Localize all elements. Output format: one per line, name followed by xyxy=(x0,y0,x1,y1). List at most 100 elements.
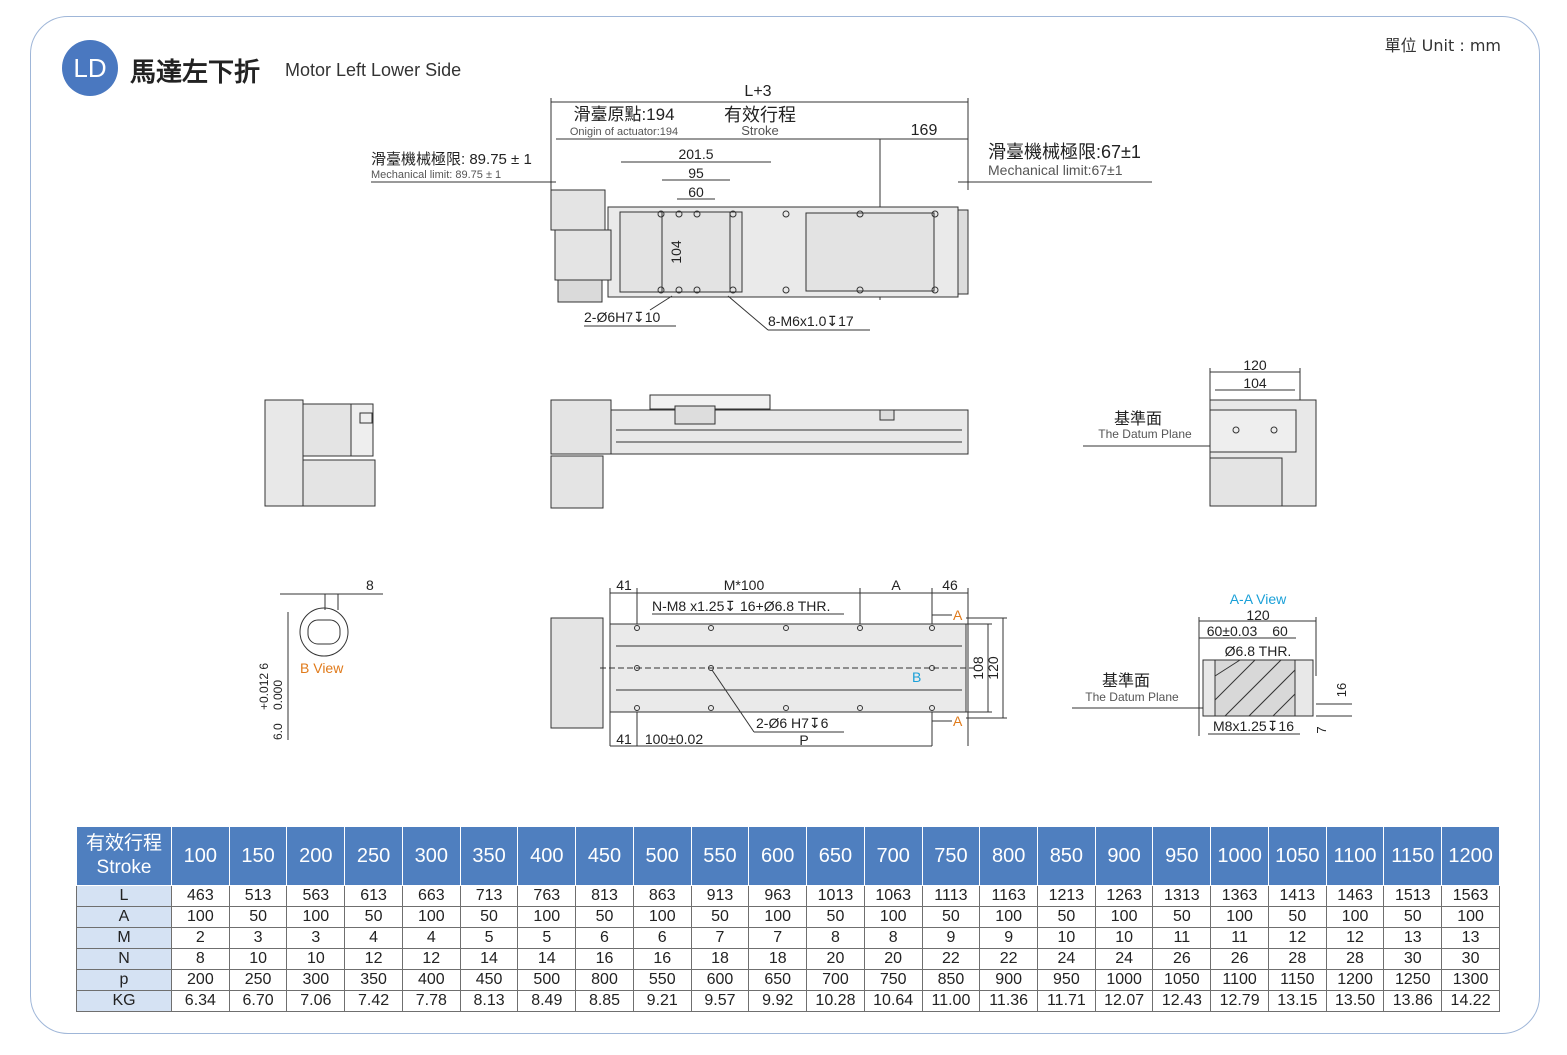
table-cell: 26 xyxy=(1210,948,1269,970)
mech-left-zh: 滑臺機械極限: 89.75 ± 1 xyxy=(371,151,532,168)
stroke-header: 1200 xyxy=(1441,826,1500,886)
table-cell: 50 xyxy=(921,906,981,928)
table-cell: 30 xyxy=(1441,948,1500,970)
table-cell: 7.78 xyxy=(401,990,461,1012)
table-cell: 9.21 xyxy=(632,990,692,1012)
table-cell: 650 xyxy=(748,969,808,991)
table-cell: 100 xyxy=(632,906,692,928)
row-label: KG xyxy=(76,990,172,1012)
table-cell: 28 xyxy=(1325,948,1385,970)
table-cell: 1200 xyxy=(1325,969,1385,991)
table-cell: 5 xyxy=(459,927,519,949)
stroke-header: 1050 xyxy=(1267,826,1327,886)
table-cell: 1050 xyxy=(1152,969,1212,991)
table-cell: 50 xyxy=(1267,906,1327,928)
title-chinese: 馬達左下折 xyxy=(130,58,261,88)
table-cell: 12 xyxy=(1325,927,1385,949)
end-dim-120: 120 xyxy=(1243,357,1267,373)
mech-left-en: Mechanical limit: 89.75 ± 1 xyxy=(371,169,501,181)
stroke-header: 150 xyxy=(228,826,288,886)
bottom-b-mark: B xyxy=(912,669,921,685)
top-view: L+3 滑臺原點:194 Onigin of actuator:194 有效行程… xyxy=(371,83,1152,331)
table-cell: 100 xyxy=(979,906,1039,928)
table-cell: 18 xyxy=(748,948,808,970)
table-cell: 513 xyxy=(228,885,288,907)
page-frame xyxy=(30,16,1540,1034)
table-cell: 350 xyxy=(344,969,403,991)
table-cell: 1013 xyxy=(806,885,865,907)
table-cell: 100 xyxy=(1325,906,1385,928)
stroke-header: 1150 xyxy=(1383,826,1443,886)
table-cell: 1000 xyxy=(1094,969,1154,991)
overall-length: L+3 xyxy=(744,83,771,100)
table-cell: 8.49 xyxy=(517,990,577,1012)
table-cell: 12.43 xyxy=(1152,990,1212,1012)
b-tol2: 0.000 xyxy=(271,680,285,710)
table-cell: 12 xyxy=(401,948,461,970)
table-cell: 100 xyxy=(286,906,346,928)
table-cell: 9.92 xyxy=(748,990,808,1012)
table-cell: 7.42 xyxy=(344,990,403,1012)
aa-d7: 7 xyxy=(1314,726,1329,733)
table-cell: 1250 xyxy=(1383,969,1443,991)
end-dim-104: 104 xyxy=(1243,375,1267,391)
aa-datum-en: The Datum Plane xyxy=(1085,690,1179,704)
stroke-header: 650 xyxy=(806,826,865,886)
table-cell: 6.34 xyxy=(171,990,230,1012)
table-cell: 10 xyxy=(1094,927,1154,949)
row-label: A xyxy=(76,906,172,928)
table-cell: 12.79 xyxy=(1210,990,1269,1012)
bottom-a-mark-bottom: A xyxy=(953,713,963,729)
table-cell: 3 xyxy=(286,927,346,949)
table-cell: 12.07 xyxy=(1094,990,1154,1012)
stroke-header: 900 xyxy=(1094,826,1154,886)
b-tol: +0.012 6 xyxy=(257,663,271,710)
table-cell: 50 xyxy=(1152,906,1212,928)
table-cell: 8 xyxy=(171,948,230,970)
row-label: L xyxy=(76,885,172,907)
table-cell: 813 xyxy=(575,885,634,907)
bottom-d46: 46 xyxy=(942,577,958,593)
stroke-header: 400 xyxy=(517,826,577,886)
dim-169: 169 xyxy=(911,122,938,139)
stroke-header: 300 xyxy=(401,826,461,886)
table-cell: 1100 xyxy=(1210,969,1269,991)
table-cell: 10.28 xyxy=(806,990,865,1012)
table-cell: 24 xyxy=(1094,948,1154,970)
stroke-header-zh: 有效行程 xyxy=(85,833,162,854)
table-cell: 863 xyxy=(632,885,692,907)
end-datum-en: The Datum Plane xyxy=(1098,427,1192,441)
table-cell: 1300 xyxy=(1441,969,1500,991)
table-cell: 5 xyxy=(517,927,577,949)
b-view-label: B View xyxy=(300,660,344,676)
table-cell: 750 xyxy=(863,969,923,991)
table-cell: 4 xyxy=(344,927,403,949)
table-cell: 4 xyxy=(401,927,461,949)
stroke-header: 850 xyxy=(1037,826,1096,886)
dim-95: 95 xyxy=(688,165,704,181)
table-cell: 50 xyxy=(459,906,519,928)
table-cell: 850 xyxy=(921,969,981,991)
table-cell: 300 xyxy=(286,969,346,991)
row-label: M xyxy=(76,927,172,949)
table-cell: 7 xyxy=(690,927,750,949)
aa-view: A-A View 120 60±0.03 60 Ø6.8 THR. 基準面 Th… xyxy=(1072,591,1352,736)
bottom-d100: 100±0.02 xyxy=(645,731,704,747)
title-english: Motor Left Lower Side xyxy=(285,60,462,80)
table-cell: 1413 xyxy=(1267,885,1327,907)
table-cell: 100 xyxy=(863,906,923,928)
table-cell: 28 xyxy=(1267,948,1327,970)
table-cell: 2 xyxy=(171,927,230,949)
stroke-header: 700 xyxy=(863,826,923,886)
table-cell: 1363 xyxy=(1210,885,1269,907)
table-cell: 20 xyxy=(806,948,865,970)
table-cell: 100 xyxy=(401,906,461,928)
bottom-view: 41 M*100 A 46 N-M8 x1.25↧ 16+Ø6.8 THR. A… xyxy=(550,577,1007,748)
left-end-view xyxy=(264,399,376,507)
aa-d60b: 60 xyxy=(1272,623,1288,639)
dim-104-top: 104 xyxy=(668,240,684,264)
stroke-header: 750 xyxy=(921,826,981,886)
